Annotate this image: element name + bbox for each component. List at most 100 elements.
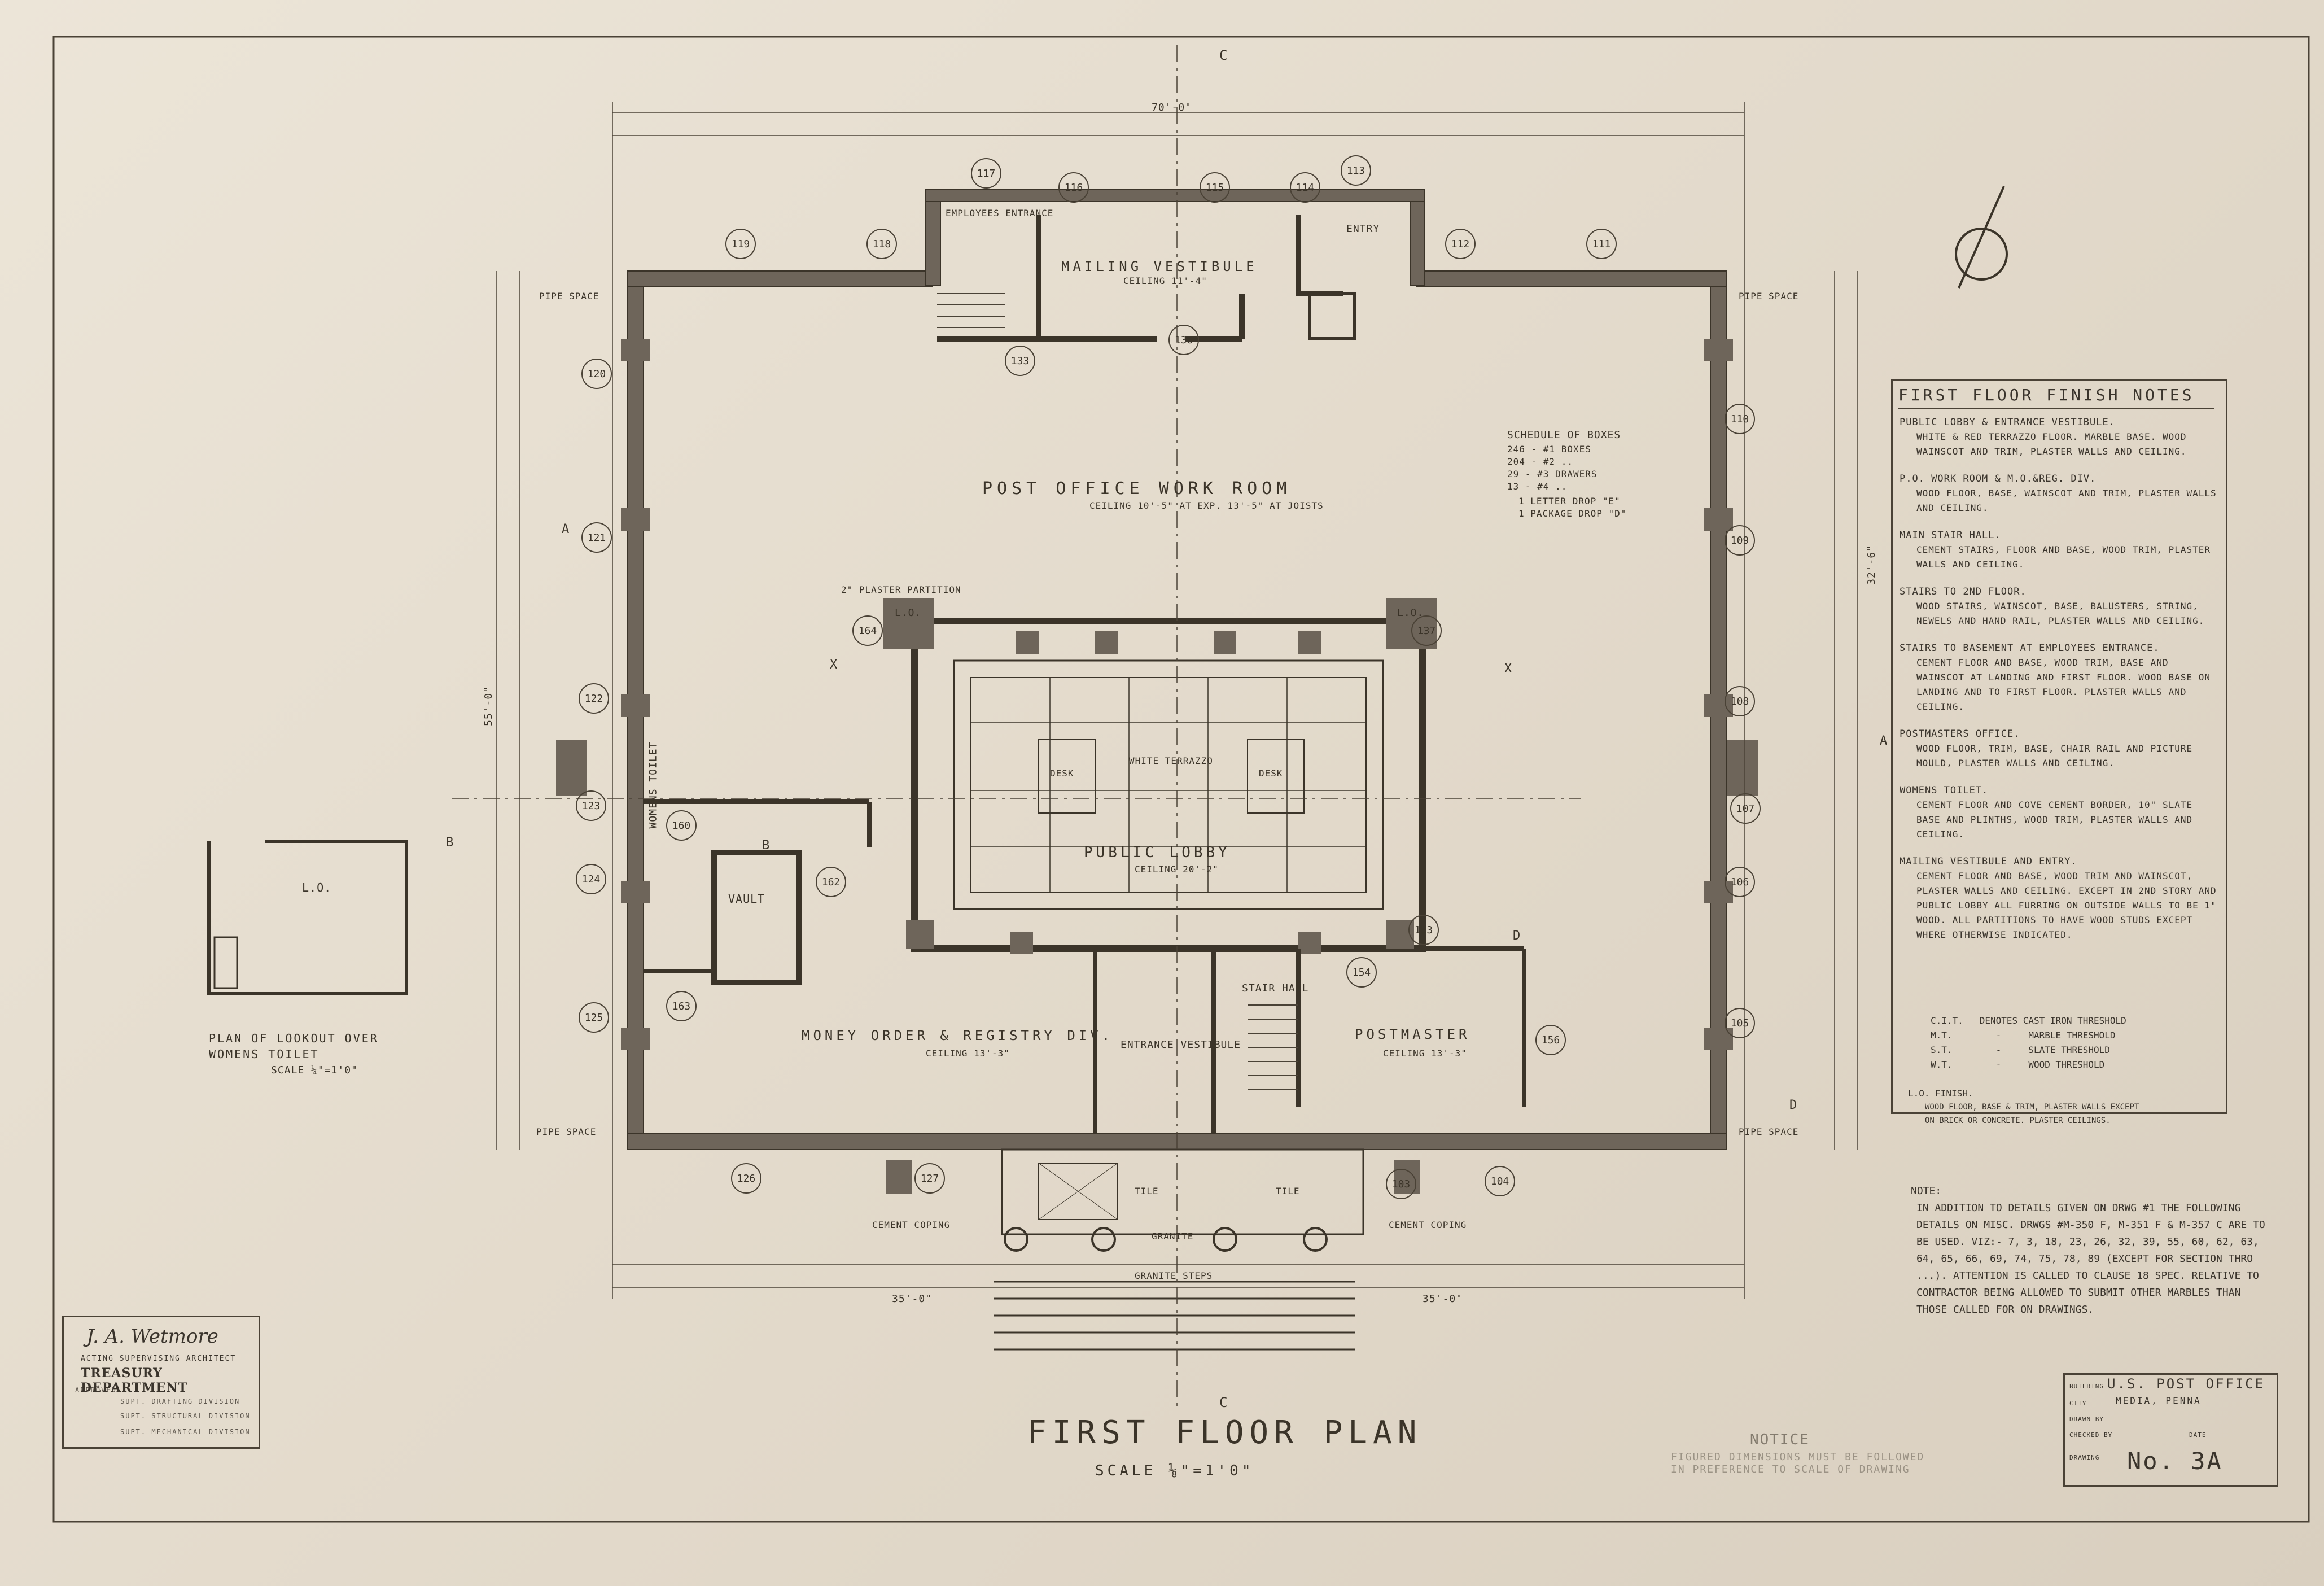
schedule-line: 29 - #3 DRAWERS <box>1507 469 1598 479</box>
lo-finish-body: WOOD FLOOR, BASE & TRIM, PLASTER WALLS E… <box>1925 1103 2139 1125</box>
section-mark-d-bottom: D <box>1789 1098 1798 1112</box>
lo-label-right: L.O. <box>1397 607 1424 619</box>
money-order-ceiling: CEILING 13'-3" <box>926 1048 1010 1059</box>
pipe-space-label-se: PIPE SPACE <box>1739 1126 1799 1137</box>
approval-line: SUPT. DRAFTING DIVISION <box>120 1397 240 1405</box>
section-mark-a-right: A <box>1880 734 1888 748</box>
drawing-label: DRAWING <box>2069 1454 2100 1461</box>
finish-notes-panel: FIRST FLOOR FINISH NOTES PUBLIC LOBBY & … <box>1891 379 2227 1114</box>
schedule-line: 1 PACKAGE DROP "D" <box>1518 508 1627 519</box>
granite-steps-label: GRANITE STEPS <box>1135 1270 1213 1281</box>
lobby-piers <box>883 598 1437 954</box>
half-width-dimension-left: 35'-0" <box>892 1293 933 1305</box>
notice-title: NOTICE <box>1750 1431 1810 1448</box>
lobby-desks <box>1038 739 1305 814</box>
finish-note-body: WHITE & RED TERRAZZO FLOOR. MARBLE BASE.… <box>1916 431 2193 457</box>
womens-toilet-label: WOMENS TOILET <box>647 741 659 829</box>
lookout-plan-scale: SCALE ¼"=1'0" <box>271 1064 358 1076</box>
stair-hall-label: STAIR HALL <box>1242 982 1309 994</box>
room-number-tag: 104 <box>1485 1166 1515 1196</box>
finish-note-body: CEMENT FLOOR AND BASE, WOOD TRIM, BASE A… <box>1916 657 2217 712</box>
finish-note-body: WOOD STAIRS, WAINSCOT, BASE, BALUSTERS, … <box>1916 601 2205 626</box>
plaster-partition-label: 2" PLASTER PARTITION <box>841 584 961 595</box>
building-label: BUILDING <box>2069 1383 2104 1390</box>
room-number-tag: 111 <box>1586 229 1617 259</box>
room-number-tag: 107 <box>1730 793 1761 824</box>
city-name: MEDIA, PENNA <box>2116 1395 2202 1406</box>
section-mark-a-left: A <box>562 522 570 536</box>
architect-role: ACTING SUPERVISING ARCHITECT <box>81 1355 237 1363</box>
room-number-tag: 113 <box>1341 155 1371 186</box>
public-lobby-label: PUBLIC LOBBY <box>1084 844 1231 861</box>
lookout-plan-title: PLAN OF LOOKOUT OVER WOMENS TOILET <box>209 1032 379 1061</box>
lookout-lo-label: L.O. <box>302 881 332 894</box>
granite-label: GRANITE <box>1152 1231 1194 1242</box>
room-number-tag: 122 <box>579 683 609 714</box>
finish-note-body: WOOD FLOOR, TRIM, BASE, CHAIR RAIL AND P… <box>1916 743 2199 768</box>
approval-stamp: J. A. Wetmore ACTING SUPERVISING ARCHITE… <box>62 1316 260 1449</box>
room-number-tag: 125 <box>579 1002 609 1033</box>
drawing-number: No. 3A <box>2127 1447 2223 1475</box>
building-name: U.S. POST OFFICE <box>2107 1376 2265 1392</box>
threshold-code-line: S.T. - SLATE THRESHOLD <box>1931 1045 2110 1055</box>
finish-note-item: WOMENS TOILET.CEMENT FLOOR AND COVE CEME… <box>1900 783 2221 842</box>
drawing-title: FIRST FLOOR PLAN <box>1027 1414 1423 1451</box>
dimension-lines <box>452 45 1858 1406</box>
lookout-inset-plan <box>207 840 408 995</box>
room-number-tag: 156 <box>1535 1025 1566 1055</box>
room-number-tag: 116 <box>1058 172 1089 203</box>
entrance-portico <box>994 1148 1364 1351</box>
money-order-label: MONEY ORDER & REGISTRY DIV. <box>802 1028 1114 1043</box>
room-number-tag: 153 <box>1408 915 1439 945</box>
finish-note-body: CEMENT STAIRS, FLOOR AND BASE, WOOD TRIM… <box>1916 544 2217 570</box>
finish-note-heading: STAIRS TO BASEMENT AT EMPLOYEES ENTRANCE… <box>1900 643 2160 654</box>
notice-body: FIGURED DIMENSIONS MUST BE FOLLOWED IN P… <box>1671 1451 1925 1475</box>
architect-signature: J. A. Wetmore <box>86 1325 218 1348</box>
general-note-body: IN ADDITION TO DETAILS GIVEN ON DRWG #1 … <box>1916 1202 2265 1316</box>
section-mark-b-right: B <box>762 838 771 853</box>
room-number-tag: 127 <box>914 1163 945 1194</box>
finish-note-item: STAIRS TO 2ND FLOOR.WOOD STAIRS, WAINSCO… <box>1900 584 2221 628</box>
side-depth-dimension: 32'-6" <box>1866 544 1878 586</box>
room-number-tag: 124 <box>576 864 606 894</box>
finish-note-heading: POSTMASTERS OFFICE. <box>1900 728 2020 740</box>
room-number-tag: 114 <box>1290 172 1320 203</box>
room-number-tag: 103 <box>1386 1169 1416 1199</box>
room-number-tag: 121 <box>581 522 612 553</box>
cement-coping <box>556 740 1758 1194</box>
room-number-tag: 120 <box>581 359 612 389</box>
room-number-tag: 110 <box>1725 404 1755 434</box>
vestibule-partitions <box>937 215 1356 342</box>
section-mark-b-left: B <box>446 836 454 850</box>
approval-line: SUPT. MECHANICAL DIVISION <box>120 1428 251 1436</box>
mailing-vestibule-ceiling: CEILING 11'-4" <box>1123 276 1207 286</box>
schedule-line: 204 - #2 .. <box>1507 456 1573 467</box>
room-number-tag: 117 <box>971 158 1001 189</box>
lo-finish-note: L.O. FINISH. WOOD FLOOR, BASE & TRIM, PL… <box>1908 1087 2139 1128</box>
portico-columns <box>1004 1227 1328 1252</box>
lobby-screen <box>911 618 1426 952</box>
room-number-tag: 108 <box>1725 686 1755 716</box>
section-mark-c-bottom: C <box>1219 1395 1228 1410</box>
employees-entrance-label: EMPLOYEES ENTRANCE <box>946 208 1054 219</box>
section-mark-c-top: C <box>1219 47 1228 63</box>
mailing-vestibule-label: MAILING VESTIBULE <box>1061 259 1258 274</box>
overall-depth-dimension: 55'-0" <box>483 685 495 727</box>
room-number-tag: 154 <box>1346 957 1377 988</box>
schedule-line: 1 LETTER DROP "E" <box>1518 496 1621 506</box>
cement-coping-label-left: CEMENT COPING <box>872 1220 951 1230</box>
postmaster-ceiling: CEILING 13'-3" <box>1383 1048 1467 1059</box>
room-number-tag: 112 <box>1445 229 1476 259</box>
half-width-dimension-right: 35'-0" <box>1423 1293 1463 1305</box>
finish-note-heading: PUBLIC LOBBY & ENTRANCE VESTIBULE. <box>1900 417 2115 428</box>
threshold-code-line: W.T. - WOOD THRESHOLD <box>1931 1059 2105 1070</box>
finish-note-item: MAILING VESTIBULE AND ENTRY.CEMENT FLOOR… <box>1900 854 2221 942</box>
threshold-code-line: M.T. - MARBLE THRESHOLD <box>1931 1030 2116 1041</box>
pipe-space-label-nw: PIPE SPACE <box>539 291 599 302</box>
general-note-heading: NOTE: <box>1911 1185 1942 1197</box>
finish-note-item: P.O. WORK ROOM & M.O.&REG. DIV.WOOD FLOO… <box>1900 471 2221 515</box>
cement-coping-label-right: CEMENT COPING <box>1389 1220 1467 1230</box>
finish-note-item: STAIRS TO BASEMENT AT EMPLOYEES ENTRANCE… <box>1900 641 2221 714</box>
finish-note-heading: P.O. WORK ROOM & M.O.&REG. DIV. <box>1900 473 2097 484</box>
city-label: CITY <box>2069 1400 2087 1407</box>
